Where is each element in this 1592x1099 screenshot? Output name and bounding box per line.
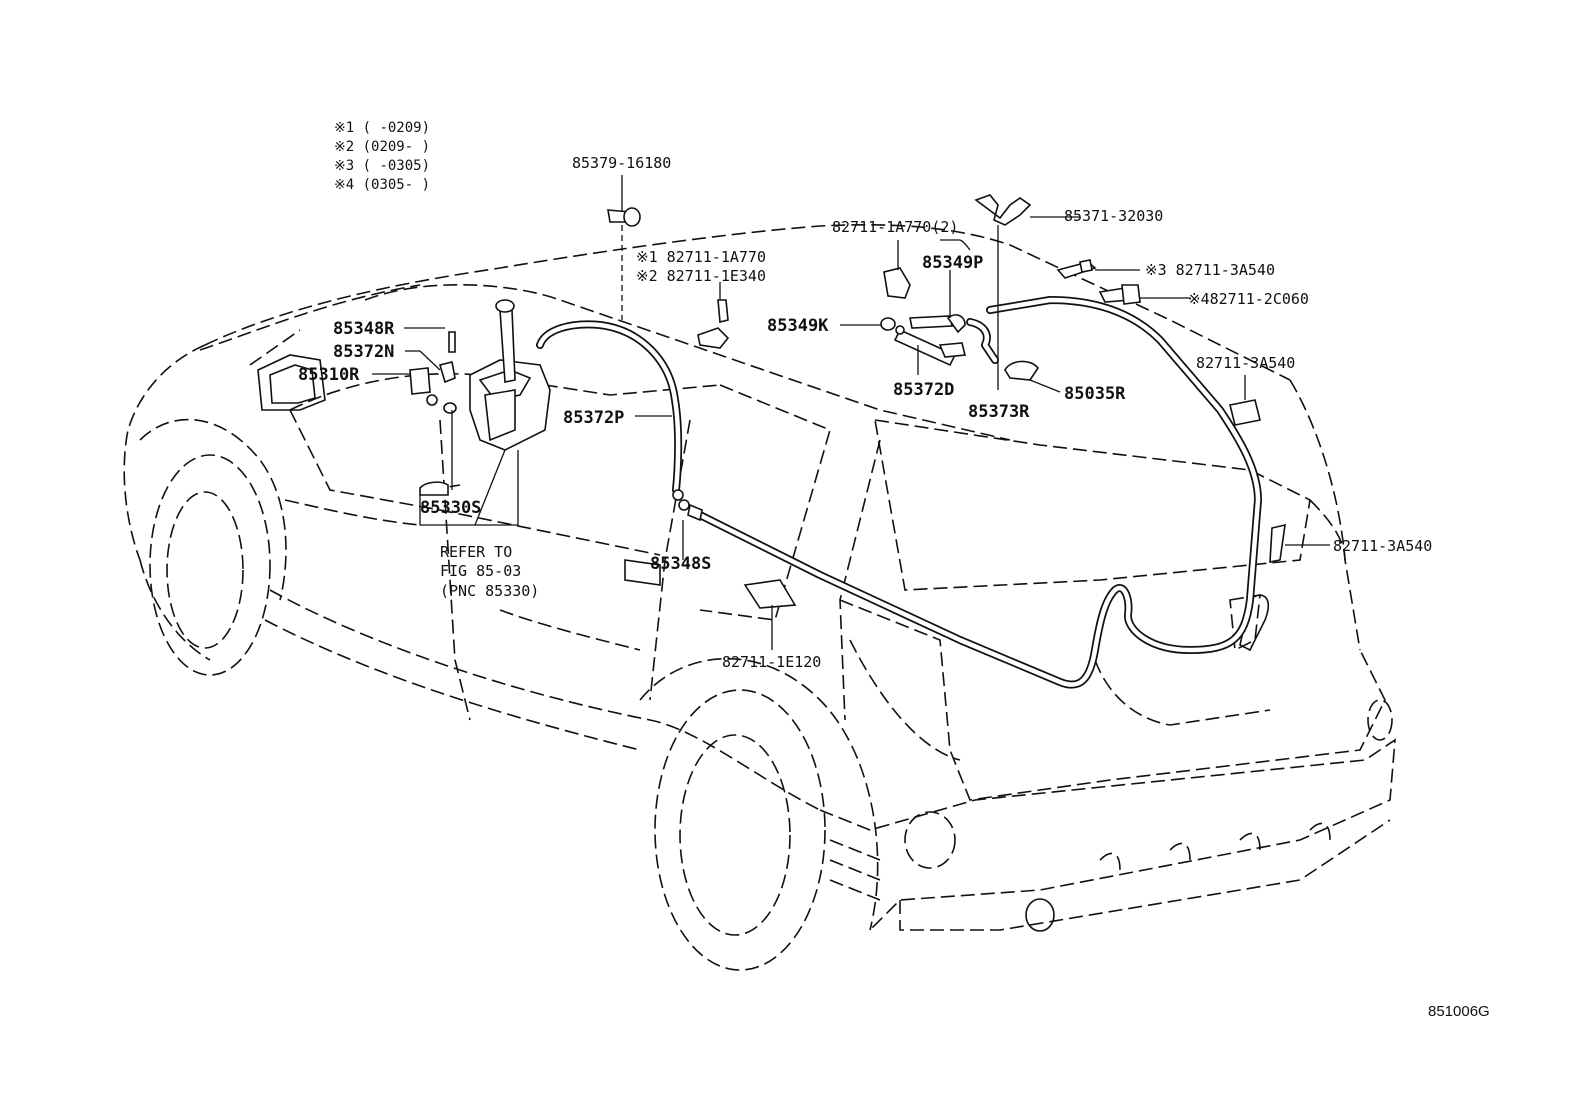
label-85035r: 85035R xyxy=(1064,384,1126,404)
label-82711-3a540-b: 82711-3A540 xyxy=(1333,537,1432,555)
label-85372p: 85372P xyxy=(563,408,624,428)
refer-note: REFER TO FIG 85-03 (PNC 85330) xyxy=(440,543,539,600)
washer-tank-assembly xyxy=(409,299,551,496)
label-85349k: 85349K xyxy=(767,316,829,336)
clips-clamps xyxy=(607,194,1286,609)
label-85371-32030: 85371-32030 xyxy=(1064,207,1163,225)
label-85330s: 85330S xyxy=(420,498,481,518)
note-2: ※2 (0209- ) xyxy=(334,139,430,155)
effectivity-notes: ※1 ( -0209) ※2 (0209- ) ※3 ( -0305) ※4 (… xyxy=(334,120,430,193)
label-85372d: 85372D xyxy=(893,380,954,400)
note-3: ※3 ( -0305) xyxy=(334,158,430,174)
label-82711-2c060-note4: ※482711-2C060 xyxy=(1188,290,1309,308)
label-82711-3a540-note3: ※3 82711-3A540 xyxy=(1145,261,1275,279)
figure-id: 851006G xyxy=(1428,1003,1490,1020)
note-1: ※1 ( -0209) xyxy=(334,120,430,136)
label-85348s: 85348S xyxy=(650,554,711,574)
label-82711-1a770-2: 82711-1A770(2) xyxy=(832,218,958,236)
label-82711-1e120: 82711-1E120 xyxy=(722,653,821,671)
refer-line-3: (PNC 85330) xyxy=(440,582,539,600)
label-85372n: 85372N xyxy=(333,342,394,362)
label-82711-1a770-note1: ※1 82711-1A770 xyxy=(636,248,766,266)
label-85349p: 85349P xyxy=(922,253,983,273)
label-85348r: 85348R xyxy=(333,319,395,339)
refer-line-2: FIG 85-03 xyxy=(440,562,521,580)
label-85379-16180: 85379-16180 xyxy=(572,154,671,172)
washer-hoses xyxy=(536,296,1262,689)
label-82711-3a540-a: 82711-3A540 xyxy=(1196,354,1295,372)
label-82711-1e340-note2: ※2 82711-1E340 xyxy=(636,267,766,285)
leader-lines xyxy=(372,175,1330,650)
note-4: ※4 (0305- ) xyxy=(334,177,430,193)
label-85373r: 85373R xyxy=(968,402,1030,422)
refer-line-1: REFER TO xyxy=(440,543,512,561)
label-85310r: 85310R xyxy=(298,365,360,385)
part-labels: 85379-16180 ※1 82711-1A770 ※2 82711-1E34… xyxy=(298,154,1432,671)
